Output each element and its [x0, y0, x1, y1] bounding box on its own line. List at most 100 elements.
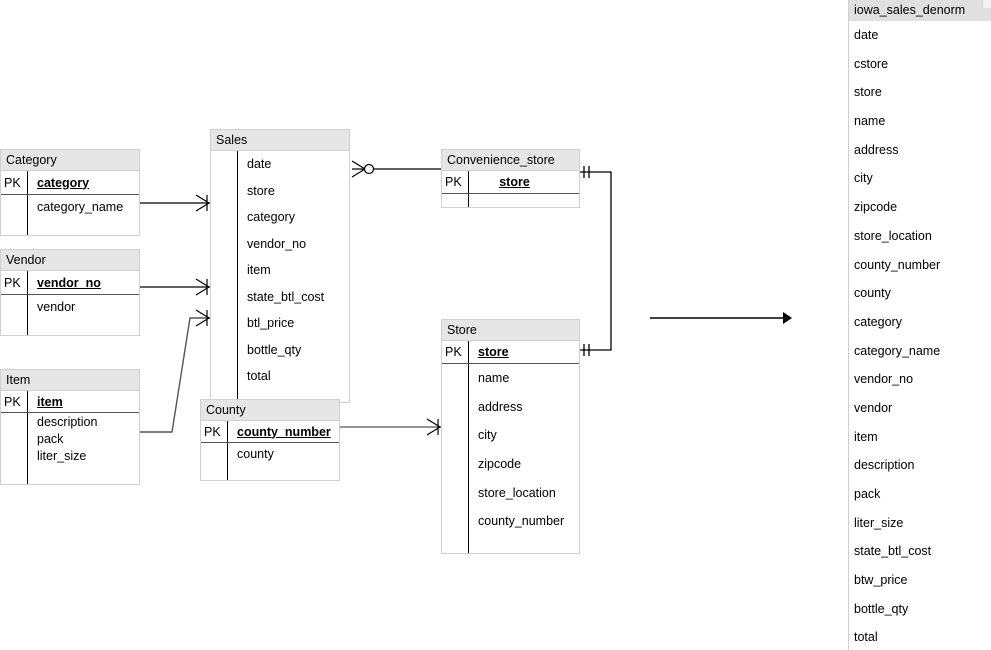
entity-filler-row — [442, 194, 579, 207]
attribute-name: vendor_no — [237, 230, 349, 257]
entity-title: County — [201, 400, 339, 421]
entity-rows: PK store — [442, 171, 579, 207]
entity-attribute-row: item — [211, 257, 349, 284]
relationship-convenience-store-store — [580, 166, 612, 356]
entity-attribute-row: county_number — [442, 506, 579, 536]
scrollbar-corner[interactable] — [982, 0, 991, 8]
entity-attribute-row: vendor_no — [211, 230, 349, 258]
attribute-name: city — [468, 421, 579, 450]
denorm-column-item[interactable]: item — [854, 429, 878, 444]
denorm-column-item[interactable]: vendor — [854, 400, 893, 415]
pk-label: PK — [4, 275, 21, 290]
entity-attribute-row: category — [211, 204, 349, 231]
pk-spacer — [1, 464, 27, 484]
attribute-name: name — [468, 364, 579, 393]
pk-spacer — [211, 337, 237, 364]
entity-vendor[interactable]: Vendor PK vendor_no vendor — [0, 249, 140, 336]
pk-field: item — [27, 391, 139, 412]
entity-filler-row — [201, 465, 339, 480]
pk-field: vendor_no — [27, 271, 139, 294]
entity-attribute-row: city — [442, 421, 579, 450]
entity-convenience-store[interactable]: Convenience_store PK store — [441, 149, 580, 208]
pk-spacer — [211, 257, 237, 284]
relationship-item-sales — [140, 309, 211, 433]
pk-label: PK — [4, 175, 21, 190]
denorm-column-item[interactable]: county_number — [854, 257, 941, 272]
pk-spacer — [442, 364, 468, 393]
entity-filler-row — [442, 535, 579, 553]
attribute-name: category_name — [27, 195, 139, 219]
pk-spacer — [1, 195, 27, 219]
denorm-column-item[interactable]: name — [854, 114, 886, 129]
denorm-column-item[interactable]: zipcode — [854, 200, 898, 215]
entity-attribute-row: pack — [1, 430, 139, 447]
pk-field: store — [468, 171, 579, 193]
entity-store[interactable]: Store PK store name address city zipcode… — [441, 319, 580, 554]
attribute-name: pack — [27, 430, 139, 447]
denorm-column-item[interactable]: liter_size — [854, 515, 904, 530]
entity-attribute-row: zipcode — [442, 449, 579, 479]
denorm-column-item[interactable]: total — [854, 630, 878, 645]
denorm-column-item[interactable]: address — [854, 142, 899, 157]
entity-filler-row — [211, 389, 349, 402]
entity-filler-row — [1, 219, 139, 235]
entity-item[interactable]: Item PK item description pack liter_size — [0, 369, 140, 485]
denorm-column-item[interactable]: pack — [854, 487, 881, 501]
entity-pk-row: PK vendor_no — [1, 271, 139, 295]
entity-sales[interactable]: Sales date store category vendor_no item… — [210, 129, 350, 403]
filler — [27, 219, 139, 235]
entity-pk-row: PK store — [442, 171, 579, 194]
filler — [468, 535, 579, 553]
pk-spacer — [201, 465, 227, 480]
attribute-name: county_number — [468, 506, 579, 536]
pk-spacer — [211, 151, 237, 178]
entity-rows: date store category vendor_no item state… — [211, 151, 349, 402]
attribute-name: category — [237, 204, 349, 231]
entity-filler-row — [1, 464, 139, 484]
flow-arrow-to-denorm — [650, 312, 792, 324]
filler — [468, 194, 579, 207]
denorm-column-item[interactable]: store_location — [854, 228, 932, 243]
pk-spacer — [211, 178, 237, 205]
entity-rows: PK store name address city zipcode store… — [442, 341, 579, 553]
pk-spacer — [442, 421, 468, 450]
pk-spacer — [442, 393, 468, 422]
attribute-name: liter_size — [27, 447, 139, 464]
attribute-name: state_btl_cost — [237, 283, 349, 310]
denorm-column-item[interactable]: state_btl_cost — [854, 544, 932, 559]
denorm-column-item[interactable]: store — [854, 85, 882, 100]
relationship-category-sales — [140, 194, 211, 212]
attribute-name: item — [237, 257, 349, 284]
pk-spacer — [1, 295, 27, 319]
filler — [27, 319, 139, 335]
denorm-column-item[interactable]: bottle_qty — [854, 601, 909, 616]
attribute-name: description — [27, 413, 139, 430]
entity-rows: PK item description pack liter_size — [1, 391, 139, 484]
denorm-column-item[interactable]: description — [854, 458, 915, 473]
entity-pk-row: PK county_number — [201, 421, 339, 443]
denorm-column-item[interactable]: vendor_no — [854, 372, 914, 387]
entity-filler-row — [1, 319, 139, 335]
denorm-column-item[interactable]: date — [854, 28, 879, 42]
denorm-column-item[interactable]: category — [854, 314, 902, 329]
denorm-column-item[interactable]: btw_price — [854, 573, 908, 588]
denorm-column-item[interactable]: county — [854, 286, 891, 301]
denorm-column-item[interactable]: cstore — [854, 56, 889, 71]
pk-spacer — [201, 443, 227, 465]
entity-category[interactable]: Category PK category category_name — [0, 149, 140, 236]
entity-county[interactable]: County PK county_number county — [200, 399, 340, 481]
relationship-vendor-sales — [140, 278, 211, 296]
denorm-column-item[interactable]: city — [854, 171, 873, 186]
attribute-name: zipcode — [468, 449, 579, 479]
denorm-column-item[interactable]: category_name — [854, 343, 941, 358]
entity-attribute-row: store — [211, 177, 349, 205]
pk-field: store — [468, 341, 579, 363]
attribute-name: store_location — [468, 478, 579, 507]
filler — [237, 389, 349, 402]
entity-title: Store — [442, 320, 579, 341]
pk-spacer — [442, 478, 468, 507]
entity-attribute-row: vendor — [1, 295, 139, 319]
pk-spacer — [211, 231, 237, 258]
